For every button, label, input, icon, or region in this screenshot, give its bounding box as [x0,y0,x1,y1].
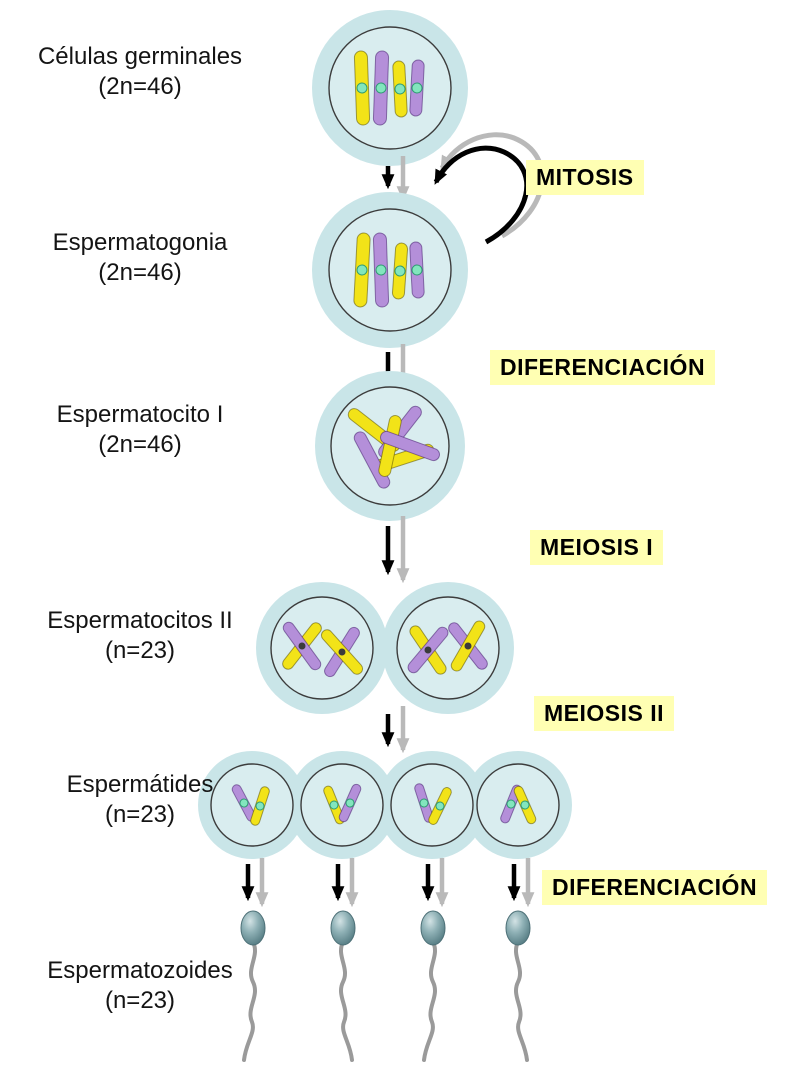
cell-membrane [396,596,500,700]
centromere-dot [338,648,346,656]
stage-ploidy: (2n=46) [98,431,182,458]
gray-loop-arrow [439,132,545,239]
chromosome-yellow [353,50,371,126]
stage-ploidy: (n=23) [104,637,176,664]
sperm-head [240,910,266,946]
stage-name: Espermátides [66,771,214,798]
cell-cytoplasm [378,751,486,859]
centromere-dot [298,642,306,650]
stage-name: Células germinales [37,43,243,70]
cell-cytoplasm [312,10,468,166]
cell-cytoplasm [198,751,306,859]
cell-cytoplasm [464,751,572,859]
process-label-mitosis: MITOSIS [526,160,644,195]
stage-label-espermatocito-1: Espermatocito I (2n=46) [0,400,280,460]
sperm-cell [240,910,266,1062]
cell-cytoplasm [256,582,388,714]
sperm-tail [338,940,354,1062]
cell-membrane [328,26,452,150]
stage-label-celulas-germinales: Células germinales (2n=46) [0,42,280,102]
arrow-step-diferenciacion-final [241,858,535,908]
arrow-step-meiosis-1 [381,516,410,584]
stage-ploidy: (2n=46) [98,259,182,286]
arrow-step-meiosis-2 [381,706,410,754]
cell-membrane [300,763,384,847]
sperm-head [420,910,446,946]
arrow-step-mitosis [381,156,410,202]
cell-espermatogonia [312,192,468,348]
cell-membrane [390,763,474,847]
stage-ploidy: (n=23) [104,987,176,1014]
sperm-cells [240,910,531,1062]
sperm-head [505,910,531,946]
sperm-cell [330,910,356,1062]
cell-germinal [312,10,468,166]
cell-membrane [270,596,374,700]
chromosome-yellow [392,60,408,118]
stage-name: Espermatogonia [52,229,228,256]
cell-membrane [210,763,294,847]
sperm-tail [513,940,529,1062]
mitosis-loop-arrow [433,132,545,245]
stage-name: Espermatocitos II [47,607,233,634]
process-label-diferenciacion-1: DIFERENCIACIÓN [490,350,716,385]
stage-label-espermatides: Espermátides (n=23) [0,770,280,830]
cells-espermatocitos-2 [256,582,514,714]
cell-cytoplasm [312,192,468,348]
chromosome-purple [372,50,390,126]
chromosome-purple [372,232,390,308]
stage-label-espermatogonia: Espermatogonia (2n=46) [0,228,280,288]
centromere-dot [464,642,472,650]
stage-ploidy: (n=23) [104,801,176,828]
cell-membrane [476,763,560,847]
stage-name: Espermatozoides [47,957,233,984]
chromosome-purple [409,241,425,299]
process-label-meiosis-2: MEIOSIS II [534,696,675,731]
sperm-tail [422,940,438,1062]
sperm-head [330,910,356,946]
stage-label-espermatocitos-2: Espermatocitos II (n=23) [0,606,280,666]
sperm-cell [505,910,531,1062]
cell-cytoplasm [382,582,514,714]
cell-cytoplasm [288,751,396,859]
centromere-dot [424,646,432,654]
sperm-cell [420,910,446,1062]
cells-espermatides [198,751,572,859]
process-label-diferenciacion-2: DIFERENCIACIÓN [542,870,768,905]
stage-ploidy: (2n=46) [98,73,182,100]
stage-label-espermatozoides: Espermatozoides (n=23) [0,956,280,1016]
cell-espermatocito-1 [315,371,465,521]
process-label-meiosis-1: MEIOSIS I [530,530,664,565]
cell-membrane [328,208,452,332]
chromosome-purple [409,59,425,117]
stage-name: Espermatocito I [56,401,224,428]
black-loop-arrow [433,145,530,245]
